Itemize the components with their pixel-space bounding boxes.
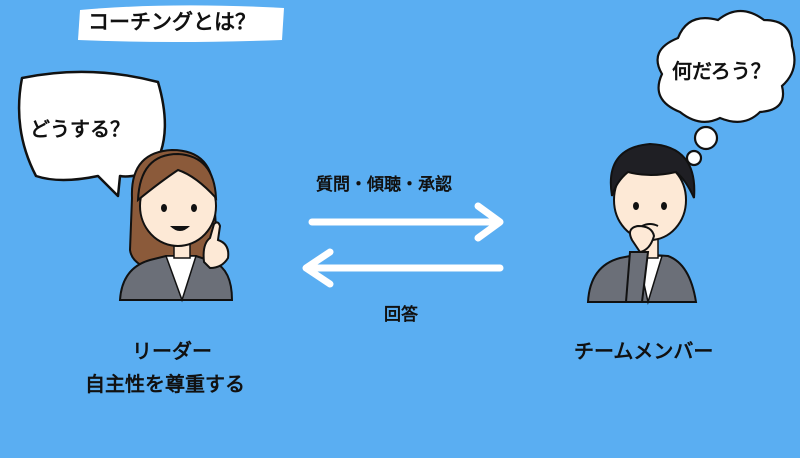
arrow-to-member-label: 質問・傾聴・承認	[316, 175, 452, 195]
title: コーチングとは？	[88, 10, 256, 34]
leader-speech-text: どうする？	[30, 117, 130, 141]
title-brush-stroke	[78, 5, 284, 43]
member-figure	[586, 142, 698, 305]
member-name: チームメンバー	[574, 339, 714, 363]
leader-figure	[118, 148, 234, 303]
member-thought-text: 何だろう？	[672, 59, 771, 83]
arrow-to-member	[308, 202, 504, 242]
arrow-to-leader-label: 回答	[384, 305, 418, 325]
arrow-to-leader	[302, 248, 504, 288]
leader-description: 自主性を尊重する	[85, 372, 245, 396]
leader-name: リーダー	[132, 339, 212, 363]
